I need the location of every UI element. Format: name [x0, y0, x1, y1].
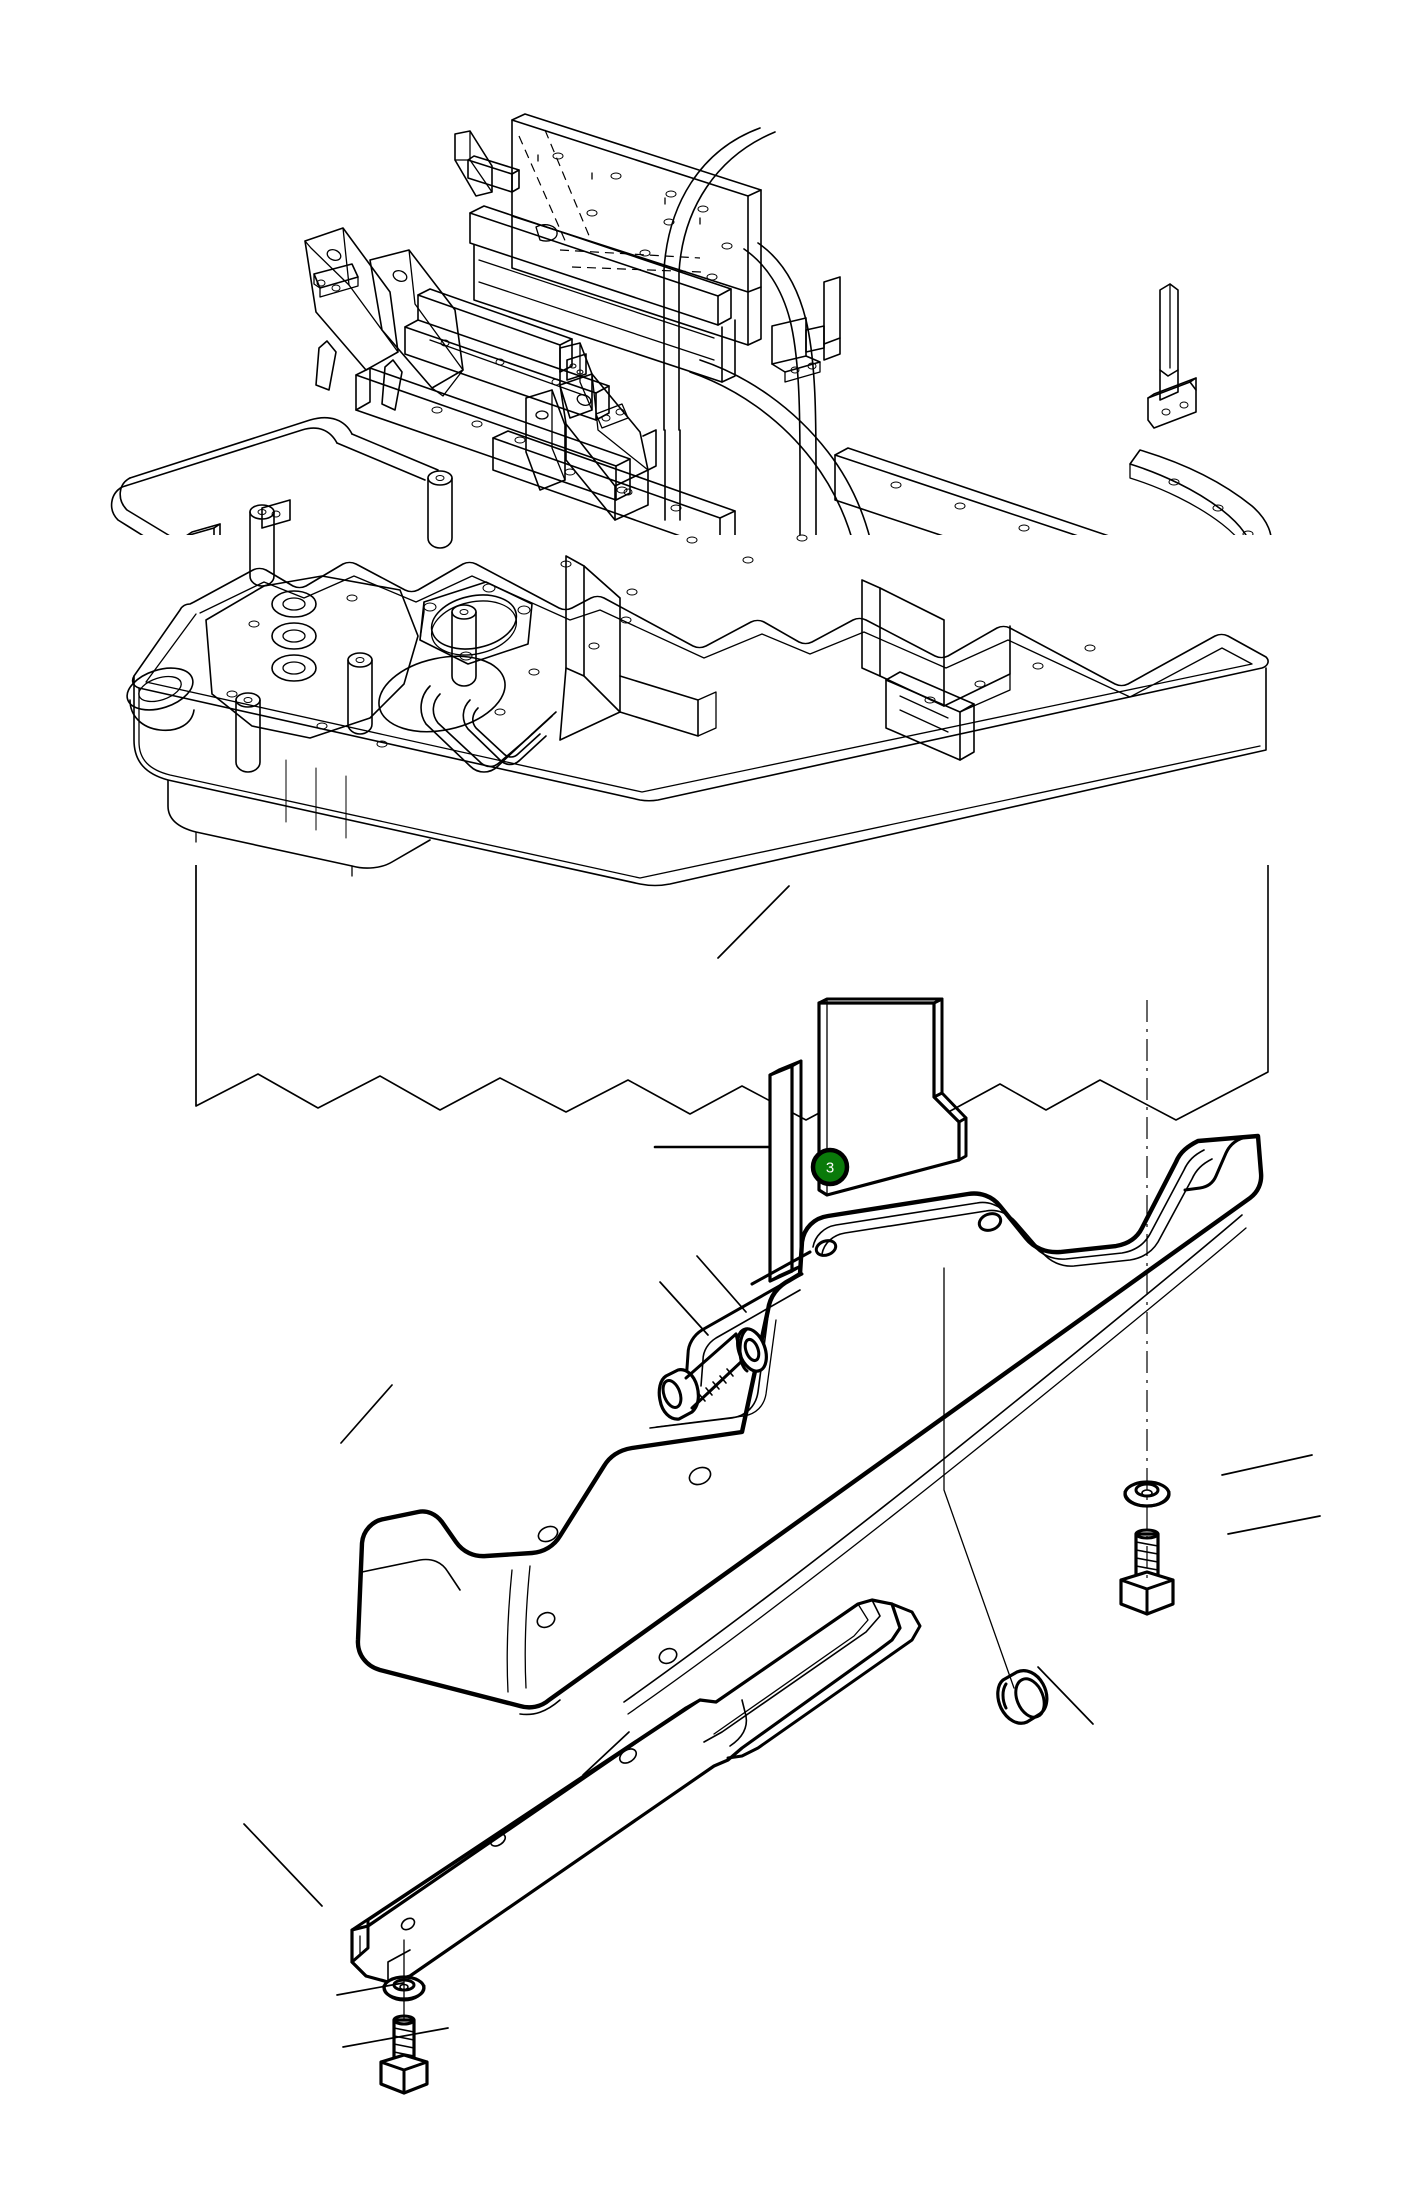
- leader-bolt-bottom: [342, 2027, 449, 2048]
- center-cross-beam: [355, 367, 631, 501]
- top-right-tab-bracket: [454, 130, 493, 197]
- leader-lines: [243, 885, 1321, 2048]
- drop-line-panel-to-plug: [943, 1267, 1015, 1689]
- bracket-left-upper: [304, 227, 399, 391]
- leader-plug-cap: [1037, 1666, 1094, 1725]
- bolt-right-vertical: [1119, 1528, 1175, 1616]
- bolt-bottom: [379, 2014, 429, 2095]
- leader-washer-bottom: [336, 1982, 404, 1996]
- callout-3-ring: [810, 1147, 850, 1187]
- deck-loop-handles: [420, 685, 557, 773]
- upper-mount-tab: [467, 155, 520, 193]
- center-right-bracket: [559, 373, 657, 521]
- center-tall-bracket: [525, 342, 593, 491]
- center-rib-box: [404, 288, 610, 421]
- plug-cap: [996, 1669, 1049, 1725]
- vertical-strip-bar: [768, 1059, 803, 1283]
- leader-bolt-left: [659, 1281, 709, 1336]
- right-upper-tabs: [771, 276, 841, 383]
- second-cross-beam: [492, 430, 736, 551]
- deck-top-features: [205, 534, 1096, 748]
- leader-long-rail-a: [243, 1823, 323, 1907]
- long-rail-strip: [350, 1598, 922, 1984]
- leader-long-rail-b: [582, 1731, 630, 1776]
- callout-3[interactable]: 3: [810, 1147, 850, 1187]
- leader-flat-shield-plate: [717, 885, 790, 959]
- leader-washer-left: [696, 1255, 747, 1313]
- right-small-post: [1147, 283, 1197, 429]
- right-side-tab-box: [861, 579, 1011, 761]
- leader-bolt-right: [1227, 1515, 1321, 1535]
- center-upright-shield: [559, 555, 717, 741]
- base-plate-assembly: [85, 535, 1325, 887]
- bolt-left-horizontal: [657, 1332, 744, 1421]
- seat-base-box: [469, 113, 762, 383]
- fender-cover-panel: [355, 1133, 1264, 1716]
- callout-3-label: 3: [826, 1160, 834, 1177]
- leader-washer-right: [1221, 1454, 1313, 1476]
- leader-fender-panel: [340, 1384, 393, 1444]
- flat-shield-plate: [817, 997, 968, 1197]
- standoff-pins: [235, 470, 477, 773]
